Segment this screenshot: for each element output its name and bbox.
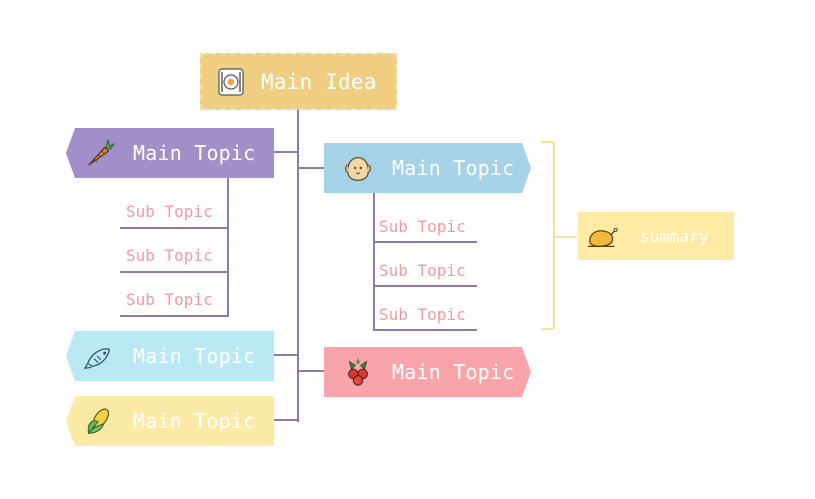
- roast-chicken-icon: [586, 220, 618, 252]
- main-topic-label: Main Topic: [133, 344, 256, 368]
- trunk-line: [297, 110, 299, 422]
- main-topic-label: Main Topic: [392, 360, 515, 384]
- summary-node[interactable]: summary: [578, 212, 734, 260]
- right-sub-underline-1: [373, 241, 477, 243]
- subtopic-right-1[interactable]: Sub Topic: [379, 217, 466, 236]
- connector-left-topic-3: [274, 419, 298, 421]
- carrot-icon: [83, 137, 115, 169]
- connector-left-topic-2: [274, 354, 298, 356]
- right-sub-underline-3: [373, 329, 477, 331]
- subtopic-left-1[interactable]: Sub Topic: [126, 202, 213, 221]
- connector-right-topic-2: [297, 370, 324, 372]
- summary-label: summary: [640, 226, 709, 246]
- summary-bracket: [541, 141, 555, 330]
- plate-icon: [215, 66, 247, 98]
- summary-bracket-tick: [555, 236, 577, 238]
- left-sub-branch: [227, 178, 229, 316]
- subtopic-left-3[interactable]: Sub Topic: [126, 290, 213, 309]
- main-topic-berries[interactable]: Main Topic: [324, 347, 531, 397]
- main-topic-fish[interactable]: Main Topic: [66, 331, 274, 381]
- connector-left-topic-1: [274, 151, 298, 153]
- left-sub-underline-2: [120, 271, 229, 273]
- main-topic-carrot[interactable]: Main Topic: [66, 128, 274, 178]
- corn-icon: [83, 405, 115, 437]
- main-topic-corn[interactable]: Main Topic: [66, 396, 274, 446]
- bread-icon: [342, 152, 374, 184]
- central-idea[interactable]: Main Idea: [200, 53, 397, 110]
- left-sub-underline-3: [120, 315, 229, 317]
- subtopic-right-3[interactable]: Sub Topic: [379, 305, 466, 324]
- main-topic-label: Main Topic: [392, 156, 515, 180]
- subtopic-right-2[interactable]: Sub Topic: [379, 261, 466, 280]
- berries-icon: [342, 356, 374, 388]
- right-sub-branch: [373, 193, 375, 331]
- main-topic-label: Main Topic: [133, 409, 256, 433]
- right-sub-underline-2: [373, 285, 477, 287]
- subtopic-left-2[interactable]: Sub Topic: [126, 246, 213, 265]
- main-topic-bread[interactable]: Main Topic: [324, 143, 531, 193]
- central-idea-label: Main Idea: [261, 69, 377, 94]
- fish-icon: [83, 340, 115, 372]
- connector-right-topic-1: [297, 167, 324, 169]
- main-topic-label: Main Topic: [133, 141, 256, 165]
- left-sub-underline-1: [120, 227, 229, 229]
